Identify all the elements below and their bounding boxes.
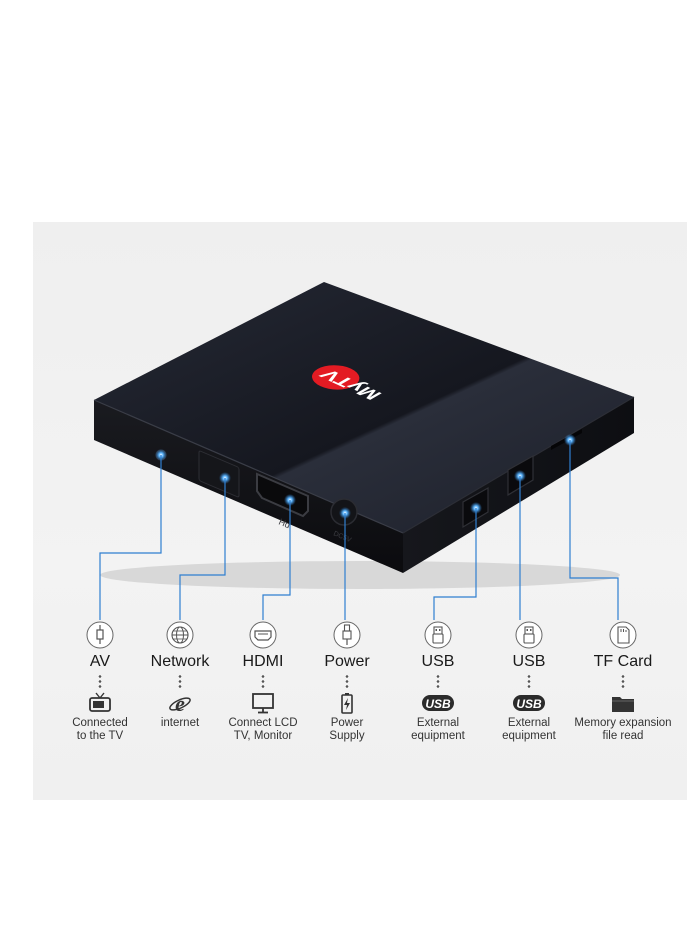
port-legend: AV Connected to the TV Network e interne… [0, 620, 687, 760]
port-name: USB [512, 653, 546, 670]
hdmi-label: Hd [277, 517, 292, 531]
dotted-connector [621, 674, 625, 690]
dotted-connector [98, 674, 102, 690]
port-usb-2: USB USB External equipment [474, 620, 584, 743]
dotted-connector [345, 674, 349, 690]
port-name: TF Card [593, 653, 653, 670]
tv-icon [89, 692, 111, 712]
port-power: Power Power Supply [292, 620, 402, 743]
power-plug-icon [333, 621, 361, 649]
box-shadow [100, 561, 620, 589]
dotted-connector [261, 674, 265, 690]
internet-explorer-icon: e [169, 692, 191, 714]
av-plug-icon [86, 621, 114, 649]
port-network: Network e internet [125, 620, 235, 730]
port-name: Network [150, 653, 210, 670]
port-description: Power Supply [329, 717, 365, 742]
battery-icon [341, 693, 353, 714]
usb-port-icon [515, 621, 543, 649]
port-name: Power [324, 653, 370, 670]
callout-lines [99, 440, 619, 620]
dotted-connector [527, 674, 531, 690]
usb-port-icon [424, 621, 452, 649]
port-name: HDMI [242, 653, 284, 670]
ethernet-port [198, 450, 240, 498]
port-hdmi: HDMI Connect LCD TV, Monitor [208, 620, 318, 743]
port-description: Connect LCD TV, Monitor [228, 717, 298, 742]
port-description: Connected to the TV [72, 717, 128, 742]
port-description: internet [160, 717, 200, 729]
svg-text:e: e [175, 692, 185, 714]
port-name: AV [89, 653, 111, 670]
usb-logo-icon: USB [513, 695, 545, 711]
svg-text:USB: USB [516, 697, 542, 711]
port-tf-card: TF Card Memory expansion file read [562, 620, 684, 743]
port-name: USB [421, 653, 455, 670]
monitor-icon [252, 693, 274, 714]
dotted-connector [178, 674, 182, 690]
port-av: AV Connected to the TV [45, 620, 155, 743]
folder-icon [612, 697, 634, 712]
svg-text:USB: USB [425, 697, 451, 711]
port-description: Memory expansion file read [574, 717, 672, 742]
dotted-connector [436, 674, 440, 690]
box-front [94, 400, 403, 573]
port-description: External equipment [502, 717, 556, 742]
sd-card-icon [609, 621, 637, 649]
box-top [94, 282, 634, 533]
hdmi-port [256, 472, 309, 518]
globe-icon [166, 621, 194, 649]
port-description: External equipment [411, 717, 465, 742]
port-usb-1: USB USB External equipment [383, 620, 493, 743]
usb-logo-icon: USB [422, 695, 454, 711]
hdmi-port-icon [249, 621, 277, 649]
